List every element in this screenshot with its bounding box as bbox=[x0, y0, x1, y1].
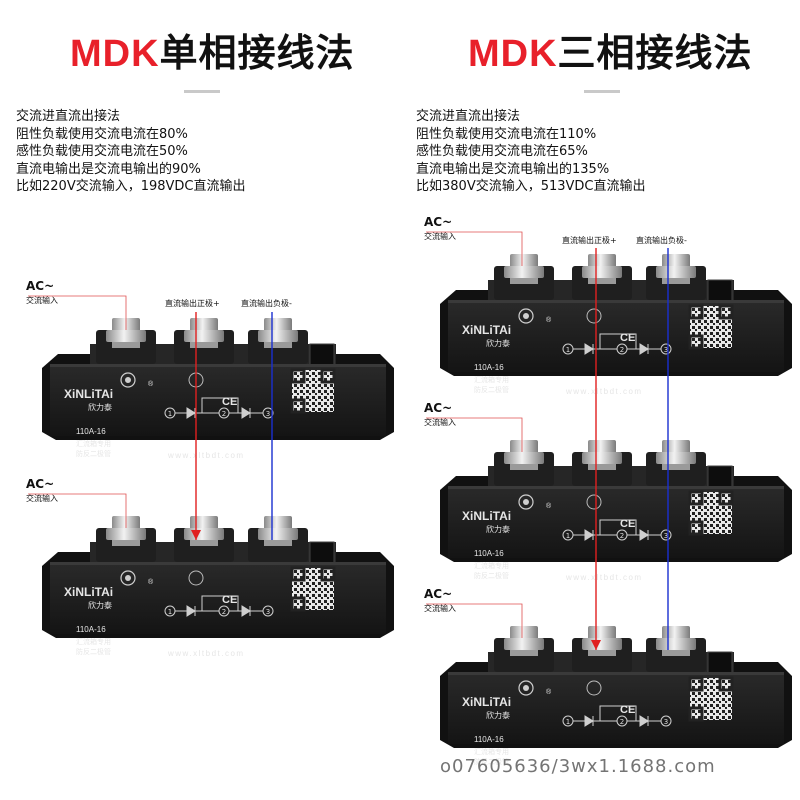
wire-arrow bbox=[591, 640, 601, 650]
module-model: 110A-16 bbox=[474, 735, 504, 744]
title-underline bbox=[584, 90, 620, 93]
title-underline bbox=[184, 90, 220, 93]
module-brand-cn: 欣力泰 bbox=[486, 524, 510, 534]
module-ce: CE bbox=[222, 396, 237, 408]
diode-module bbox=[438, 624, 794, 750]
ac-input-label: AC~交流输入 bbox=[26, 477, 58, 504]
svg-text:3: 3 bbox=[266, 410, 270, 418]
desc-line: 交流进直流出接法 bbox=[16, 109, 121, 124]
three-phase-description: 交流进直流出接法 阻性负载使用交流电流在110% 感性负载使用交流电流在65% … bbox=[416, 108, 646, 196]
module-reg: ® bbox=[148, 380, 154, 388]
module-desc: 汇流箱专用 bbox=[474, 561, 509, 570]
ac-input-label: AC~交流输入 bbox=[26, 279, 58, 306]
dc-negative-label: 直流输出负极- bbox=[241, 299, 292, 308]
svg-text:3: 3 bbox=[266, 608, 270, 616]
ac-input-label: AC~交流输入 bbox=[424, 401, 456, 428]
diode-module bbox=[40, 514, 396, 640]
diode-module bbox=[438, 438, 794, 564]
svg-text:2: 2 bbox=[222, 410, 226, 418]
module-ce: CE bbox=[620, 704, 635, 716]
module-reg: ® bbox=[546, 502, 552, 510]
module-ce: CE bbox=[620, 518, 635, 530]
title-cn: 三相接线法 bbox=[557, 31, 753, 75]
svg-text:1: 1 bbox=[168, 410, 172, 418]
module-model: 110A-16 bbox=[76, 427, 106, 436]
module-url: www.xltbdt.com bbox=[167, 451, 245, 460]
module-desc: 汇流箱专用 bbox=[474, 747, 509, 756]
desc-line: 阻性负载使用交流电流在80% bbox=[16, 126, 188, 142]
ac-leader-line bbox=[28, 493, 127, 528]
module-model: 110A-16 bbox=[76, 625, 106, 634]
module-desc: 防反二极管 bbox=[474, 571, 509, 580]
module-url: www.xltbdt.com bbox=[167, 649, 245, 658]
title-mdk: MDK bbox=[70, 33, 160, 75]
desc-line: 阻性负载使用交流电流在110% bbox=[416, 126, 597, 142]
module-desc: 防反二极管 bbox=[76, 449, 111, 458]
ac-leader-line bbox=[426, 231, 523, 266]
desc-line: 直流电输出是交流电输出的90% bbox=[16, 161, 201, 177]
module-model: 110A-16 bbox=[474, 363, 504, 372]
svg-text:2: 2 bbox=[620, 532, 624, 540]
module-url: www.xltbdt.com bbox=[565, 387, 643, 396]
module-brand: XiNLiTAi bbox=[64, 387, 113, 401]
desc-line: 比如380V交流输入，513VDC直流输出 bbox=[416, 179, 646, 194]
wire-arrow bbox=[191, 530, 201, 540]
dc-positive-label: 直流输出正极+ bbox=[562, 236, 617, 245]
svg-text:2: 2 bbox=[620, 718, 624, 726]
svg-text:1: 1 bbox=[566, 718, 570, 726]
svg-text:1: 1 bbox=[566, 532, 570, 540]
svg-text:2: 2 bbox=[222, 608, 226, 616]
module-brand: XiNLiTAi bbox=[462, 509, 511, 523]
svg-text:1: 1 bbox=[168, 608, 172, 616]
svg-text:1: 1 bbox=[566, 346, 570, 354]
module-desc: 防反二极管 bbox=[474, 385, 509, 394]
module-reg: ® bbox=[546, 688, 552, 696]
dc-negative-label: 直流输出负极- bbox=[636, 236, 687, 245]
module-brand-cn: 欣力泰 bbox=[88, 600, 112, 610]
module-reg: ® bbox=[148, 578, 154, 586]
module-brand-cn: 欣力泰 bbox=[486, 338, 510, 348]
module-ce: CE bbox=[222, 594, 237, 606]
desc-line: 感性负载使用交流电流在65% bbox=[416, 144, 588, 159]
ac-leader-line bbox=[28, 295, 127, 330]
module-brand-cn: 欣力泰 bbox=[88, 402, 112, 412]
svg-text:3: 3 bbox=[664, 346, 668, 354]
module-desc: 防反二极管 bbox=[474, 757, 509, 766]
desc-line: 比如220V交流输入，198VDC直流输出 bbox=[16, 179, 246, 194]
watermark: o07605636/3wx1.1688.com bbox=[440, 756, 716, 777]
module-desc: 防反二极管 bbox=[76, 647, 111, 656]
diode-module bbox=[40, 316, 396, 442]
module-desc: 汇流箱专用 bbox=[76, 637, 111, 646]
single-phase-description: 交流进直流出接法 阻性负载使用交流电流在80% 感性负载使用交流电流在50% 直… bbox=[16, 108, 246, 196]
dc-positive-label: 直流输出正极+ bbox=[165, 299, 220, 308]
title-mdk: MDK bbox=[468, 33, 558, 75]
module-brand: XiNLiTAi bbox=[462, 695, 511, 709]
module-ce: CE bbox=[620, 332, 635, 344]
title-single-phase: MDK单相接线法 bbox=[70, 22, 355, 77]
module-desc: 汇流箱专用 bbox=[76, 439, 111, 448]
module-model: 110A-16 bbox=[474, 549, 504, 558]
desc-line: 直流电输出是交流电输出的135% bbox=[416, 161, 610, 177]
module-brand: XiNLiTAi bbox=[64, 585, 113, 599]
svg-text:2: 2 bbox=[620, 346, 624, 354]
ac-leader-line bbox=[426, 603, 523, 638]
ac-input-label: AC~交流输入 bbox=[424, 215, 456, 242]
module-brand: XiNLiTAi bbox=[462, 323, 511, 337]
module-brand-cn: 欣力泰 bbox=[486, 710, 510, 720]
module-reg: ® bbox=[546, 316, 552, 324]
module-desc: 汇流箱专用 bbox=[474, 375, 509, 384]
svg-text:3: 3 bbox=[664, 532, 668, 540]
svg-text:3: 3 bbox=[664, 718, 668, 726]
diode-module bbox=[438, 252, 794, 378]
title-three-phase: MDK三相接线法 bbox=[468, 22, 753, 77]
ac-input-label: AC~交流输入 bbox=[424, 587, 456, 614]
ac-leader-line bbox=[426, 417, 523, 452]
desc-line: 感性负载使用交流电流在50% bbox=[16, 144, 188, 159]
title-cn: 单相接线法 bbox=[159, 31, 355, 75]
module-url: www.xltbdt.com bbox=[565, 573, 643, 582]
desc-line: 交流进直流出接法 bbox=[416, 109, 521, 124]
